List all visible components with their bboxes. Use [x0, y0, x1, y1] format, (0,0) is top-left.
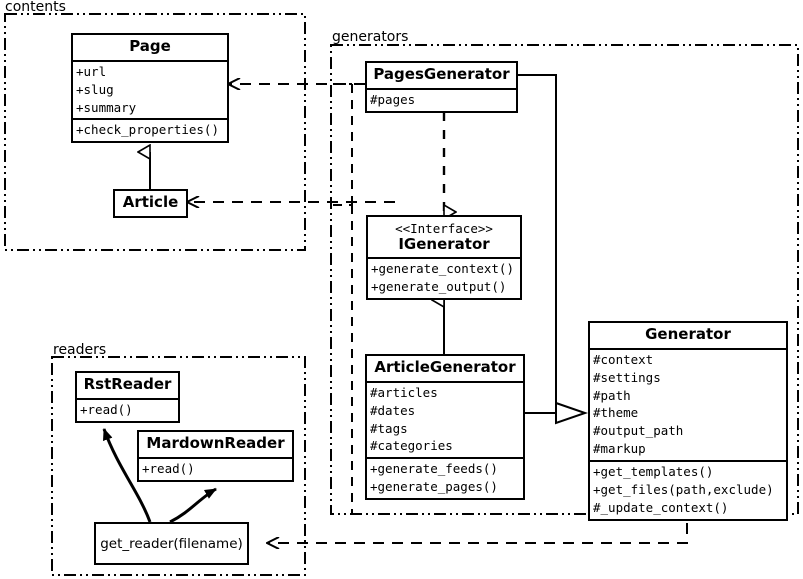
operation: +generate_context()	[371, 261, 514, 277]
attribute: +summary	[76, 99, 137, 115]
class-rst-reader-operations: +read()	[77, 397, 178, 421]
class-pages-generator-attributes: #pages	[367, 87, 516, 111]
operation: +get_files(path,exclude)	[593, 481, 774, 497]
attribute: #markup	[593, 441, 646, 457]
class-article-generator-attributes: #articles #dates #tags #categories	[367, 380, 523, 458]
class-generator-attributes: #context #settings #path #theme #output_…	[590, 347, 786, 460]
operation: +read()	[80, 401, 133, 417]
attribute: #pages	[370, 91, 416, 107]
attribute: #output_path	[593, 423, 684, 439]
attribute: #context	[593, 351, 654, 367]
rel-generator-depends-get-reader	[268, 504, 688, 543]
class-pages-generator-title: PagesGenerator	[373, 65, 510, 83]
class-rst-reader-title: RstReader	[83, 375, 172, 393]
rel-get-reader-returns-rstreader	[102, 428, 152, 523]
operation: +read()	[142, 460, 195, 476]
function-get-reader-label: get_reader(filename)	[100, 535, 243, 552]
attribute: #articles	[370, 384, 438, 400]
readers-package-label: readers	[53, 342, 107, 358]
operation: +generate_feeds()	[370, 461, 498, 477]
operation: +generate_pages()	[370, 479, 498, 495]
contents-package-frame	[4, 13, 306, 251]
attribute: +url	[76, 63, 107, 79]
operation: #_update_context()	[593, 499, 729, 515]
rel-pagesgenerator-inherits-generator	[518, 74, 557, 403]
class-igenerator-title: IGenerator	[398, 234, 490, 253]
class-generator[interactable]: Generator #context #settings #path #them…	[588, 321, 788, 521]
class-igenerator[interactable]: <<Interface>> IGenerator +generate_conte…	[366, 215, 522, 301]
attribute: #tags	[370, 420, 408, 436]
generators-package-label: generators	[332, 29, 409, 45]
class-article[interactable]: Article	[113, 189, 188, 218]
attribute: +slug	[76, 81, 114, 97]
operation: +get_templates()	[593, 464, 714, 479]
attribute: #path	[593, 387, 631, 403]
class-mardown-reader-title: MardownReader	[146, 434, 285, 452]
class-article-generator[interactable]: ArticleGenerator #articles #dates #tags …	[365, 354, 525, 500]
class-generator-title: Generator	[645, 325, 731, 343]
class-mardown-reader[interactable]: MardownReader +read()	[137, 430, 294, 482]
class-page-operations: +check_properties()	[73, 118, 227, 141]
readers-package-frame	[51, 356, 306, 576]
class-article-generator-title: ArticleGenerator	[374, 358, 516, 376]
class-rst-reader[interactable]: RstReader +read()	[75, 371, 180, 423]
function-get-reader[interactable]: get_reader(filename)	[94, 522, 249, 565]
class-article-generator-operations: +generate_feeds() +generate_pages()	[367, 457, 523, 498]
class-page-attributes: +url +slug +summary	[73, 59, 227, 119]
class-igenerator-stereotype: <<Interface>>	[395, 221, 493, 236]
attribute: #dates	[370, 402, 416, 418]
class-page-title: Page	[129, 37, 171, 55]
class-article-title: Article	[122, 193, 179, 211]
attribute: #settings	[593, 369, 661, 385]
class-igenerator-operations: +generate_context() +generate_output()	[368, 257, 520, 298]
class-pages-generator[interactable]: PagesGenerator #pages	[365, 61, 518, 113]
class-generator-operations: +get_templates() +get_files(path,exclude…	[590, 460, 786, 519]
operation: +check_properties()	[76, 122, 219, 138]
contents-package-label: contents	[5, 0, 66, 15]
rel-articlegenerator-inherits-generator	[525, 401, 589, 425]
rel-get-reader-returns-mardownreader	[169, 487, 217, 524]
class-mardown-reader-operations: +read()	[139, 456, 292, 480]
class-igenerator-title-block: <<Interface>> IGenerator	[368, 217, 520, 257]
attribute: #theme	[593, 405, 639, 421]
operation: +generate_output()	[371, 279, 507, 295]
attribute: #categories	[370, 438, 453, 454]
class-page[interactable]: Page +url +slug +summary +check_properti…	[71, 33, 229, 144]
